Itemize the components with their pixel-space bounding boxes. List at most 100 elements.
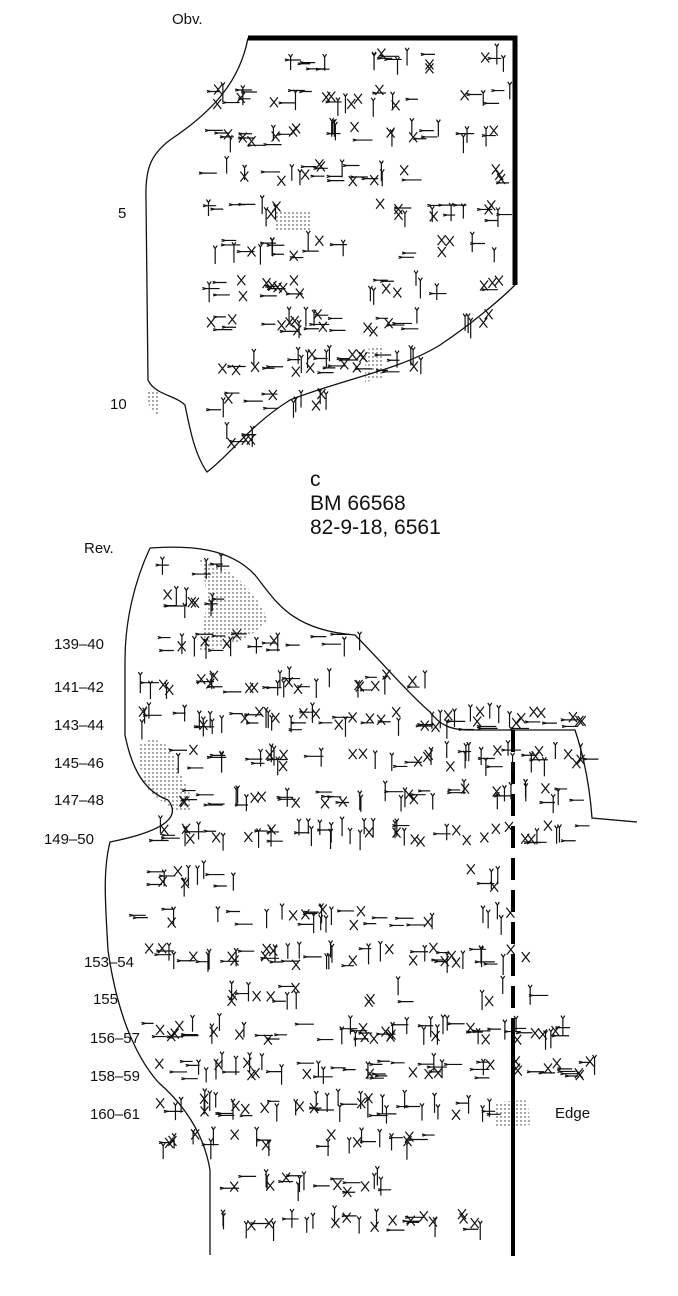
line-number: 145–46 (53, 755, 104, 772)
cuneiform-sign (297, 908, 319, 933)
cuneiform-sign (324, 940, 355, 970)
cuneiform-sign (408, 345, 424, 375)
cuneiform-sign (481, 1098, 501, 1117)
cuneiform-sign (360, 713, 391, 726)
cuneiform-sign (400, 307, 420, 331)
cuneiform-sign (259, 194, 281, 227)
cuneiform-sign (554, 787, 584, 806)
cuneiform-sign (239, 164, 249, 182)
obverse-damage-2 (365, 345, 384, 382)
cuneiform-sign (326, 117, 341, 141)
cuneiform-sign (504, 821, 547, 845)
cuneiform-sign (203, 802, 225, 807)
cuneiform-sign (382, 669, 392, 695)
cuneiform-sign (390, 91, 418, 111)
cuneiform-sign (266, 824, 283, 847)
cuneiform-sign (328, 816, 353, 850)
obverse-label: Obv. (172, 11, 203, 28)
cuneiform-sign (315, 790, 342, 809)
cuneiform-sign (206, 750, 227, 773)
cuneiform-sign (353, 1022, 379, 1045)
cuneiform-sign (354, 349, 392, 372)
cuneiform-sign (406, 670, 428, 689)
cuneiform-sign (336, 909, 359, 931)
cuneiform-sign (396, 1089, 425, 1121)
cuneiform-sign (428, 283, 447, 301)
cuneiform-sign (287, 88, 312, 111)
line-number: 155 (92, 991, 118, 1008)
cuneiform-sign (429, 202, 456, 223)
cuneiform-sign (202, 199, 224, 216)
cuneiform-sign (166, 1020, 184, 1042)
cuneiform-sign (155, 556, 169, 575)
cuneiform-sign (278, 1172, 303, 1184)
line-number: 156–57 (89, 1030, 140, 1047)
cuneiform-sign (245, 757, 265, 765)
cuneiform-sign (193, 710, 215, 737)
cuneiform-sign (206, 397, 226, 418)
cuneiform-sign (375, 316, 412, 329)
cuneiform-sign (466, 863, 495, 886)
cuneiform-sign (243, 1220, 270, 1239)
cuneiform-sign (315, 1129, 336, 1157)
cuneiform-sign (272, 982, 300, 1010)
line-number: 139–40 (53, 636, 104, 653)
cuneiform-sign (201, 1126, 240, 1160)
reverse-damage-2 (139, 740, 192, 813)
cuneiform-sign (357, 817, 376, 851)
cuneiform-sign (229, 712, 250, 724)
cuneiform-sign (406, 912, 435, 930)
line-number: 158–59 (89, 1068, 140, 1085)
line-number-10: 10 (110, 396, 127, 413)
cuneiform-sign (293, 1098, 305, 1116)
cuneiform-sign (390, 1061, 418, 1078)
cuneiform-sign (141, 1021, 167, 1039)
cuneiform-sign (526, 1063, 556, 1075)
cuneiform-sign (227, 980, 251, 1007)
cuneiform-sign (290, 389, 321, 418)
cuneiform-sign (437, 234, 455, 258)
cuneiform-sign (271, 250, 304, 262)
cuneiform-sign (179, 789, 214, 808)
cuneiform-sign (316, 387, 329, 410)
cuneiform-sign (163, 585, 184, 608)
cuneiform-sign (335, 93, 363, 116)
cuneiform-sign (469, 1058, 490, 1080)
cuneiform-sign (181, 821, 204, 847)
cuneiform-sign (339, 1015, 368, 1047)
cuneiform-sign (410, 834, 426, 847)
cuneiform-sign (154, 1058, 188, 1074)
cuneiform-sign (213, 1091, 235, 1118)
cuneiform-sign (268, 942, 300, 964)
cuneiform-sign (294, 1022, 334, 1042)
cuneiform-sign (310, 635, 342, 646)
cuneiform-sign (259, 277, 286, 298)
cuneiform-sign (244, 706, 269, 728)
cuneiform-sign (211, 629, 247, 657)
cuneiform-sign (263, 1168, 275, 1191)
cuneiform-sign (258, 743, 287, 767)
cuneiform-sign (168, 744, 204, 774)
cuneiform-sign (219, 1174, 257, 1193)
cuneiform-sign (560, 711, 587, 729)
cuneiform-sign (206, 315, 233, 332)
cuneiform-sign (295, 1171, 307, 1202)
cuneiform-sign (539, 783, 556, 814)
cuneiform-sign (318, 903, 334, 933)
registration-number: 82-9-18, 6561 (310, 516, 441, 539)
cuneiform-sign (356, 905, 388, 926)
cuneiform-sign (481, 1019, 508, 1045)
cuneiform-sign (431, 1014, 465, 1045)
cuneiform-sign (390, 1016, 410, 1035)
cuneiform-sign (437, 708, 466, 739)
cuneiform-sign (527, 984, 549, 1005)
cuneiform-sign (243, 828, 267, 848)
cuneiform-sign (228, 202, 256, 207)
cuneiform-sign (483, 81, 513, 105)
cuneiform-sign (359, 675, 380, 692)
cuneiform-sign (469, 945, 498, 968)
cuneiform-sign (574, 1054, 598, 1081)
obverse-damage-3 (146, 392, 160, 415)
cuneiform-sign (329, 239, 347, 257)
cuneiform-sign (342, 1061, 375, 1080)
